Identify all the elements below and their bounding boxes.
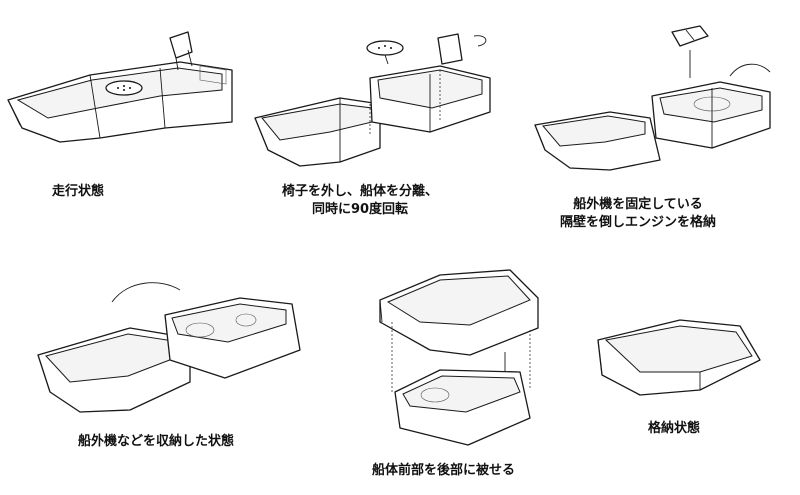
step5-boat-illustration: [379, 269, 539, 446]
step1-caption-line: 走行状態: [52, 184, 105, 199]
step6-caption: 格納状態: [648, 420, 700, 438]
step3-caption-line: 隔壁を倒しエンジンを格納: [560, 215, 717, 230]
step4-caption: 船外機などを収納した状態: [78, 433, 234, 451]
step1-boat-illustration: [7, 31, 233, 143]
step2-caption-line: 同時に90度回転: [311, 202, 409, 217]
step2-caption: 椅子を外し、船体を分離、 同時に90度回転: [282, 183, 438, 219]
step3-boat-illustration: [534, 25, 771, 171]
step5-caption-line: 船体前部を後部に被せる: [372, 463, 516, 478]
step4-boat-illustration: [37, 282, 301, 413]
step3-caption: 船外機を固定している 隔壁を倒しエンジンを格納: [560, 196, 716, 232]
step2-boat-illustration: [254, 33, 491, 167]
step6-caption-line: 格納状態: [648, 421, 701, 436]
step5-caption: 船体前部を後部に被せる: [372, 462, 515, 480]
step1-caption: 走行状態: [52, 183, 104, 201]
step3-caption-line: 船外機を固定している: [573, 197, 703, 212]
step4-caption-line: 船外機などを収納した状態: [78, 434, 235, 449]
step6-boat-illustration: [597, 319, 761, 396]
step2-caption-line: 椅子を外し、船体を分離、: [282, 184, 439, 199]
